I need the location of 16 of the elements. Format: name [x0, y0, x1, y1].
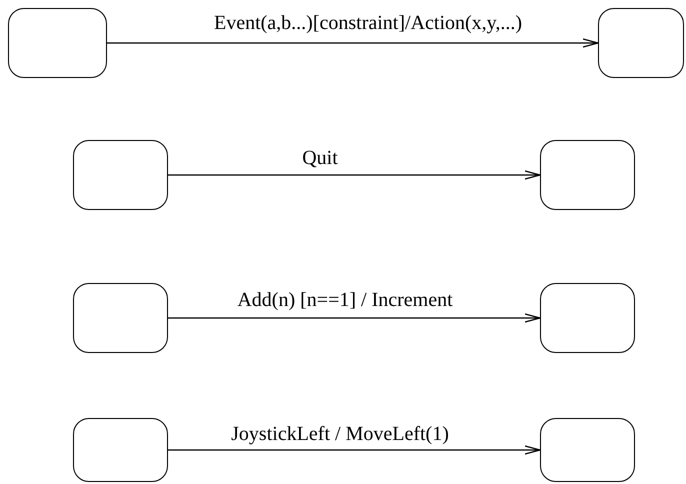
transition-label: Quit	[302, 148, 338, 168]
state-box	[540, 418, 635, 482]
transition-label: Add(n) [n==1] / Increment	[237, 290, 453, 310]
transition-label: Event(a,b...)[constraint]/Action(x,y,...)	[214, 13, 522, 33]
transition-arrow	[168, 445, 541, 455]
state-box	[540, 140, 635, 210]
state-box	[8, 8, 107, 78]
state-box	[73, 418, 168, 482]
state-box	[598, 8, 684, 78]
transition-arrow	[107, 38, 599, 48]
state-box	[73, 283, 168, 353]
transition-label: JoystickLeft / MoveLeft(1)	[231, 424, 449, 444]
state-box	[73, 140, 168, 210]
transition-arrow	[168, 313, 541, 323]
state-box	[540, 283, 635, 353]
transition-arrow	[168, 170, 541, 180]
